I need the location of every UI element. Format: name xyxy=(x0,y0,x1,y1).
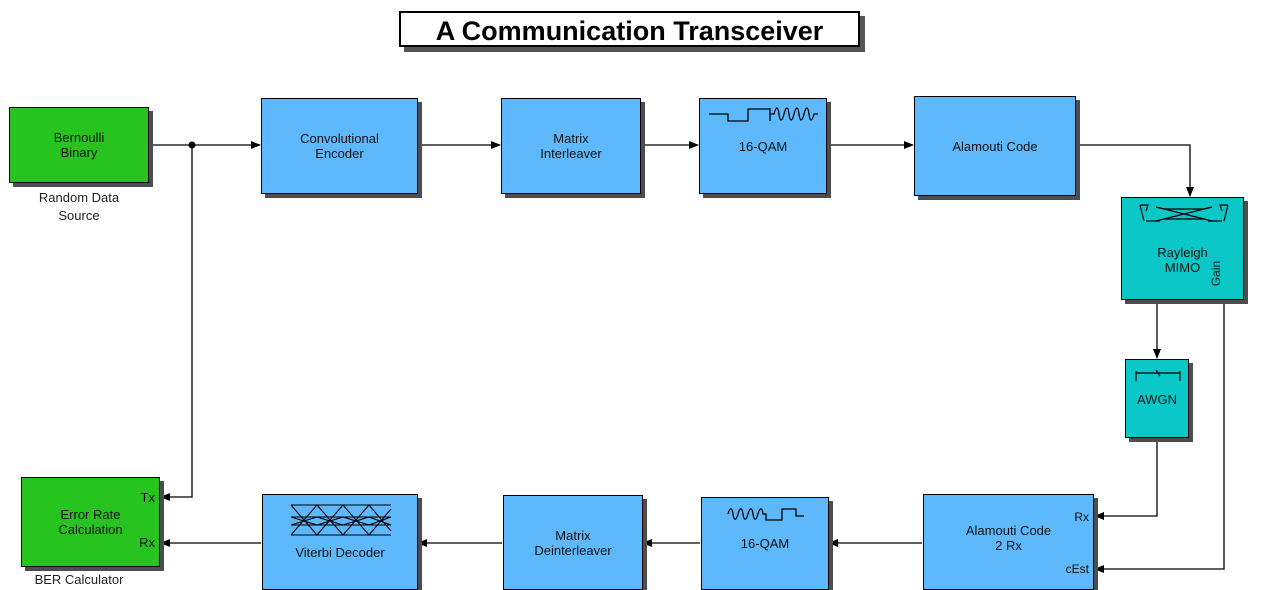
matrix-interleaver-label: Matrix Interleaver xyxy=(540,131,602,161)
awgn-block[interactable]: AWGN xyxy=(1125,359,1189,438)
qam-demodulator-label: 16-QAM xyxy=(740,536,790,551)
bernoulli-label: Bernoulli Binary xyxy=(53,130,105,160)
error-rate-calculation-block[interactable]: Error Rate Calculation Tx Rx xyxy=(21,477,160,567)
cest-port-label: cEst xyxy=(1065,562,1089,576)
rx-input-port-label: Rx xyxy=(139,535,155,550)
wire-awgn-rx xyxy=(1094,439,1158,520)
matrix-deinterleaver-block[interactable]: Matrix Deinterleaver xyxy=(503,495,643,590)
rayleigh-mimo-block[interactable]: Rayleigh MIMO Gain xyxy=(1121,197,1244,300)
diagram-title: A Communication Transceiver xyxy=(399,11,860,47)
awgn-label: AWGN xyxy=(1137,392,1177,407)
qam-demod-waveform-icon xyxy=(727,508,804,521)
wire-gain-cest xyxy=(1094,300,1225,573)
qam-modulator-block[interactable]: 16-QAM xyxy=(699,98,827,194)
wire-branch-tx xyxy=(160,145,193,501)
convolutional-encoder-block[interactable]: Convolutional Encoder xyxy=(261,98,418,194)
rx-port-label: Rx xyxy=(1074,510,1089,524)
bernoulli-binary-block[interactable]: Bernoulli Binary xyxy=(9,107,149,183)
qam-demodulator-block[interactable]: 16-QAM xyxy=(701,497,829,590)
viterbi-decoder-label: Viterbi Decoder xyxy=(295,544,385,560)
tx-port-label: Tx xyxy=(140,490,155,505)
qam-waveform-icon xyxy=(709,107,818,122)
mimo-antennas-icon xyxy=(1139,204,1229,222)
gain-port-label: Gain xyxy=(1208,260,1223,287)
ber-calculator-caption: BER Calculator xyxy=(34,572,124,587)
wire-alamouti-rayleigh xyxy=(1076,144,1194,197)
qam-modulator-label: 16-QAM xyxy=(738,138,788,154)
error-rate-label: Error Rate Calculation xyxy=(58,507,123,537)
random-data-source-caption: Random Data Source xyxy=(38,190,120,223)
matrix-deinterleaver-label: Matrix Deinterleaver xyxy=(534,527,612,558)
branch-point xyxy=(188,141,196,149)
convolutional-encoder-label: Convolutional Encoder xyxy=(300,131,379,161)
alamouti-code-label: Alamouti Code xyxy=(952,138,1038,154)
alamouti-code-block[interactable]: Alamouti Code xyxy=(914,96,1076,196)
awgn-channel-icon xyxy=(1135,369,1181,381)
trellis-icon xyxy=(290,504,392,536)
rayleigh-mimo-label: Rayleigh MIMO xyxy=(1157,244,1208,275)
viterbi-decoder-block[interactable]: Viterbi Decoder xyxy=(262,494,418,590)
alamouti-combiner-label: Alamouti Code 2 Rx xyxy=(965,523,1052,553)
alamouti-combiner-block[interactable]: Alamouti Code 2 Rx Rx cEst xyxy=(923,494,1094,590)
matrix-interleaver-block[interactable]: Matrix Interleaver xyxy=(501,98,641,194)
